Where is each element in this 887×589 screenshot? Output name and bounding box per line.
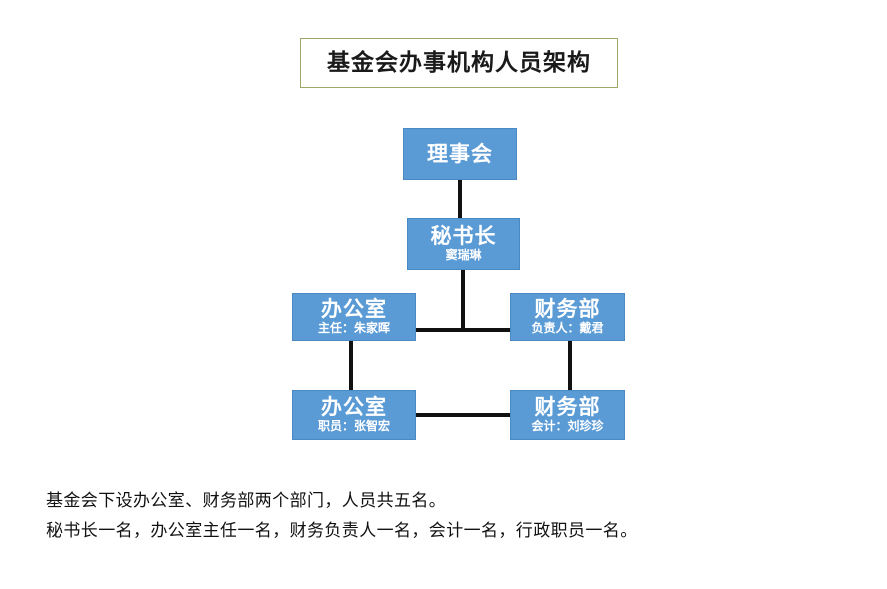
chart-title-text: 基金会办事机构人员架构 xyxy=(327,49,591,76)
connector-board-to-secretary-general xyxy=(458,178,462,220)
org-node-finance-head[interactable]: 财务部 负责人：戴君 xyxy=(510,293,625,341)
chart-title-box: 基金会办事机构人员架构 xyxy=(300,38,618,88)
org-node-board[interactable]: 理事会 xyxy=(403,128,517,180)
connector-finance-head-to-accountant xyxy=(568,339,572,392)
org-node-finance-accountant-title: 财务部 xyxy=(534,395,601,420)
org-node-board-title: 理事会 xyxy=(427,141,493,166)
org-node-office-director-title: 办公室 xyxy=(321,297,387,322)
org-node-office-staff-title: 办公室 xyxy=(321,395,387,420)
chart-description-line-1: 基金会下设办公室、财务部两个部门，人员共五名。 xyxy=(46,491,447,511)
connector-office-director-to-staff xyxy=(349,339,353,392)
org-node-finance-accountant-person: 会计：刘珍珍 xyxy=(531,419,604,434)
connector-staff-bus xyxy=(414,413,512,417)
org-node-office-staff-person: 职员：张智宏 xyxy=(317,419,390,434)
org-node-finance-head-title: 财务部 xyxy=(534,297,601,322)
connector-departments-bus xyxy=(414,328,512,332)
org-node-office-staff[interactable]: 办公室 职员：张智宏 xyxy=(292,390,416,440)
org-node-secretary-general-title: 秘书长 xyxy=(430,224,497,249)
org-node-secretary-general[interactable]: 秘书长 窦瑞琳 xyxy=(407,218,520,270)
org-node-secretary-general-person: 窦瑞琳 xyxy=(445,248,482,263)
org-node-office-director-person: 主任：朱家晖 xyxy=(317,321,390,336)
org-node-office-director[interactable]: 办公室 主任：朱家晖 xyxy=(292,293,416,341)
org-node-finance-head-person: 负责人：戴君 xyxy=(531,321,604,336)
chart-description-line-2: 秘书长一名，办公室主任一名，财务负责人一名，会计一名，行政职员一名。 xyxy=(46,520,638,541)
chart-description: 基金会下设办公室、财务部两个部门，人员共五名。 秘书长一名，办公室主任一名，财务… xyxy=(46,489,846,548)
connector-secretary-general-to-bus xyxy=(461,268,465,330)
org-node-finance-accountant[interactable]: 财务部 会计：刘珍珍 xyxy=(510,390,625,440)
